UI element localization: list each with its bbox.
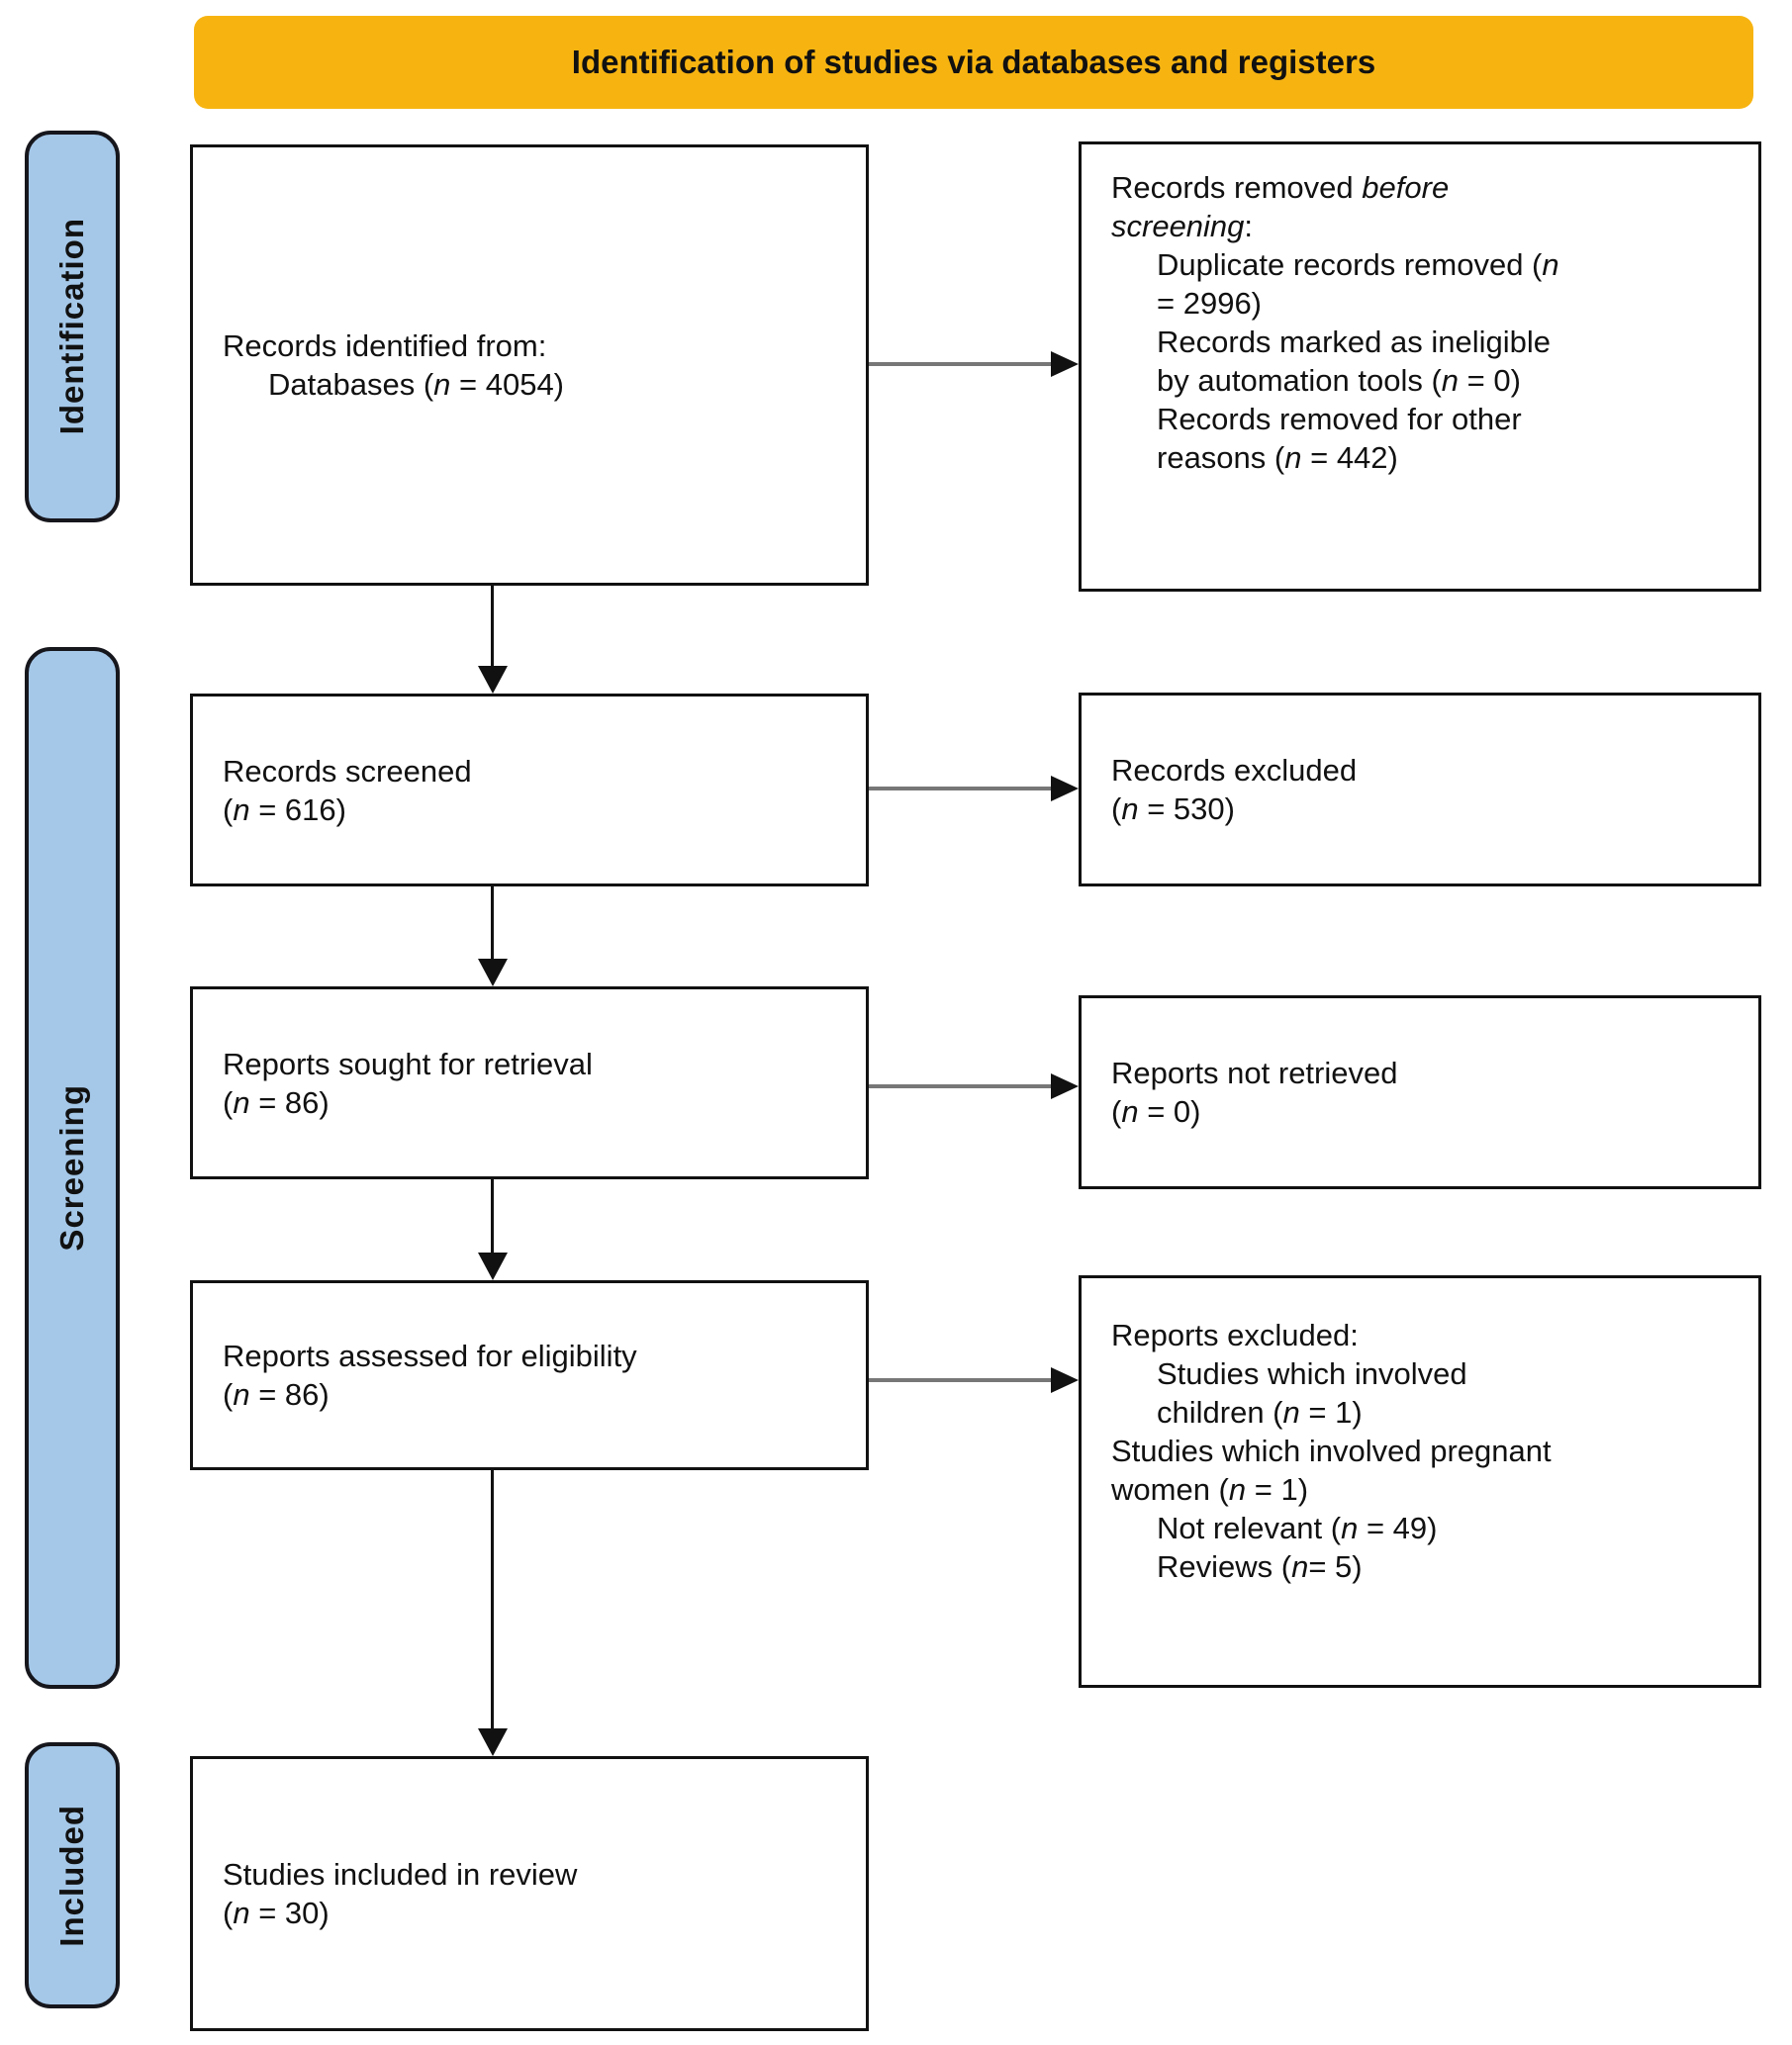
box-records-identified-text: Records identified from:Databases (n = 4… bbox=[223, 328, 565, 402]
box-reports-sought: Reports sought for retrieval(n = 86) bbox=[190, 986, 869, 1179]
arrow-shaft bbox=[869, 1084, 1051, 1088]
stage-screening: Screening bbox=[25, 647, 120, 1689]
stage-included: Included bbox=[25, 1742, 120, 2008]
arrowhead-right-icon bbox=[1051, 776, 1079, 801]
arrow-shaft bbox=[491, 586, 494, 666]
box-studies-included-text: Studies included in review(n = 30) bbox=[223, 1857, 578, 1930]
arrow-identified-to-removed bbox=[869, 351, 1079, 377]
arrowhead-right-icon bbox=[1051, 1073, 1079, 1099]
box-records-screened-text: Records screened(n = 616) bbox=[223, 753, 472, 827]
arrowhead-down-icon bbox=[478, 1253, 508, 1280]
box-studies-included: Studies included in review(n = 30) bbox=[190, 1756, 869, 2031]
banner-title: Identification of studies via databases … bbox=[194, 16, 1753, 109]
arrow-screened-to-sought bbox=[478, 886, 508, 986]
arrow-shaft bbox=[869, 1378, 1051, 1382]
arrow-screened-to-excluded bbox=[869, 776, 1079, 801]
arrow-shaft bbox=[491, 886, 494, 959]
stage-identification-label: Identification bbox=[53, 218, 90, 435]
arrow-sought-to-not-retrieved bbox=[869, 1073, 1079, 1099]
box-records-identified: Records identified from:Databases (n = 4… bbox=[190, 144, 869, 586]
arrowhead-down-icon bbox=[478, 959, 508, 986]
box-reports-not-retrieved: Reports not retrieved(n = 0) bbox=[1079, 995, 1761, 1189]
box-reports-sought-text: Reports sought for retrieval(n = 86) bbox=[223, 1046, 593, 1120]
arrowhead-down-icon bbox=[478, 666, 508, 694]
arrow-shaft bbox=[869, 787, 1051, 790]
box-reports-not-retrieved-text: Reports not retrieved(n = 0) bbox=[1111, 1056, 1398, 1129]
arrowhead-right-icon bbox=[1051, 351, 1079, 377]
box-records-excluded: Records excluded(n = 530) bbox=[1079, 693, 1761, 886]
stage-identification: Identification bbox=[25, 131, 120, 522]
stage-included-label: Included bbox=[53, 1804, 90, 1947]
box-reports-assessed: Reports assessed for eligibility(n = 86) bbox=[190, 1280, 869, 1470]
box-reports-assessed-text: Reports assessed for eligibility(n = 86) bbox=[223, 1339, 637, 1412]
arrowhead-right-icon bbox=[1051, 1367, 1079, 1393]
arrow-assessed-to-excluded bbox=[869, 1367, 1079, 1393]
arrow-shaft bbox=[491, 1470, 494, 1728]
stage-screening-label: Screening bbox=[53, 1084, 90, 1252]
arrow-shaft bbox=[491, 1179, 494, 1253]
box-records-screened: Records screened(n = 616) bbox=[190, 694, 869, 886]
box-records-excluded-text: Records excluded(n = 530) bbox=[1111, 753, 1358, 826]
arrow-sought-to-assessed bbox=[478, 1179, 508, 1280]
arrow-identified-to-screened bbox=[478, 586, 508, 694]
arrow-assessed-to-included bbox=[478, 1470, 508, 1756]
arrow-shaft bbox=[869, 362, 1051, 366]
arrowhead-down-icon bbox=[478, 1728, 508, 1756]
